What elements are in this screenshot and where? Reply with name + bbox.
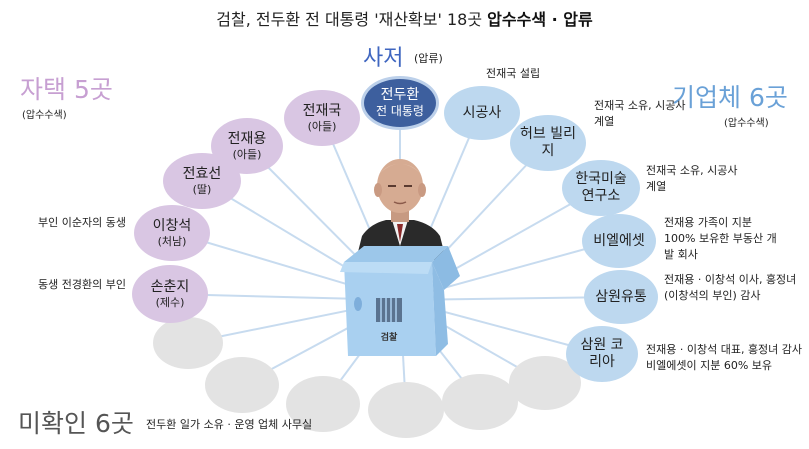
residence-note: 부인 이순자의 동생 <box>38 216 126 229</box>
center-name: 전두환 <box>380 87 420 104</box>
residence-relation: (아들) <box>232 147 262 161</box>
title-bold: 압수수색 · 압류 <box>487 10 593 29</box>
company-note: 전재용 · 이창석 이사, 홍정녀(이창석의 부인) 감사 <box>664 273 797 302</box>
box-label: 검찰 <box>381 331 398 343</box>
residence-relation: (아들) <box>307 119 337 133</box>
unconfirmed-node <box>442 374 518 430</box>
company-name: 삼원 코리아 <box>580 337 624 370</box>
evidence-box: 검찰 <box>340 246 460 356</box>
company-name: 허브 빌리지 <box>520 126 576 159</box>
center-node: 전두환 전 대통령 <box>361 76 439 130</box>
private-group-sub: (압류) <box>414 52 443 65</box>
residence-node: 전재국 (아들) <box>284 90 360 146</box>
company-name: 한국미술 연구소 <box>575 171 627 204</box>
unconfirmed-group-sub: 전두환 일가 소유 · 운영 업체 사무실 <box>146 418 313 431</box>
residence-relation: (처남) <box>157 234 187 248</box>
company-note: 전재국 소유, 시공사 계열 <box>646 164 738 193</box>
company-name: 시공사 <box>462 104 502 121</box>
company-name: 비엘에셋 <box>593 232 645 249</box>
residence-node: 이창석 (처남) <box>134 205 210 261</box>
company-group-title: 기업체 6곳 <box>672 83 788 112</box>
residence-name: 전재용 <box>227 131 267 147</box>
evidence-bars-icon <box>376 298 402 322</box>
private-group-title: 사저 <box>363 46 404 71</box>
company-name: 삼원유통 <box>595 288 647 305</box>
unconfirmed-node <box>153 317 223 369</box>
residence-group-title: 자택 5곳 <box>20 75 113 104</box>
unconfirmed-node <box>205 357 279 413</box>
residence-node: 전효선 (딸) <box>163 153 241 209</box>
center-title: 전 대통령 <box>376 104 424 119</box>
company-note: 전재용 · 이창석 대표, 홍정녀 감사 비엘에셋이 지분 60% 보유 <box>646 343 803 372</box>
company-node: 시공사 <box>444 86 520 140</box>
infographic-title: 검찰, 전두환 전 대통령 '재산확보' 18곳 압수수색 · 압류 <box>0 6 809 30</box>
residence-name: 전효선 <box>182 166 222 182</box>
unconfirmed-node <box>286 376 360 432</box>
unconfirmed-group-title: 미확인 6곳 <box>18 409 134 438</box>
company-node: 비엘에셋 <box>582 214 656 268</box>
residence-name: 손춘지 <box>150 279 190 295</box>
company-note: 전재국 설립 <box>486 67 541 80</box>
company-node: 삼원유통 <box>584 270 658 324</box>
residence-relation: (제수) <box>155 295 185 309</box>
company-node: 삼원 코리아 <box>566 326 638 382</box>
unconfirmed-node <box>368 382 444 438</box>
residence-group-sub: (압수수색) <box>22 110 67 121</box>
company-note: 전재용 가족이 지분 100% 보유한 부동산 개발 회사 <box>664 216 777 261</box>
company-node: 한국미술 연구소 <box>562 160 640 216</box>
residence-name: 전재국 <box>302 103 342 119</box>
company-node: 허브 빌리지 <box>510 115 586 171</box>
company-group-sub: (압수수색) <box>724 118 769 129</box>
residence-node: 손춘지 (제수) <box>132 265 208 323</box>
company-note: 전재국 소유, 시공사 계열 <box>594 99 686 128</box>
residence-relation: (딸) <box>192 182 212 196</box>
title-main: 검찰, 전두환 전 대통령 '재산확보' 18곳 <box>216 10 483 29</box>
residence-name: 이창석 <box>152 218 192 234</box>
residence-note: 동생 전경환의 부인 <box>38 278 126 291</box>
